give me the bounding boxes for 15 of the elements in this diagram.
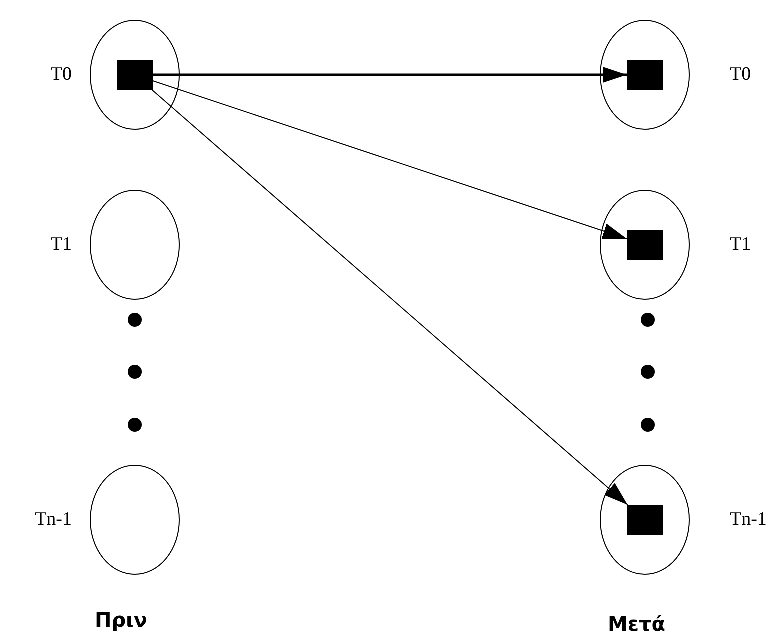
arrow — [152, 80, 628, 240]
row-label: T1 — [50, 235, 72, 254]
square-marker — [627, 60, 663, 90]
square-marker — [117, 60, 153, 90]
column-label: Πριν — [95, 608, 148, 632]
row-label: T0 — [50, 65, 72, 84]
arrow — [153, 67, 627, 83]
square-marker — [627, 230, 663, 260]
square-marker — [627, 505, 663, 535]
row-label: T1 — [730, 235, 752, 254]
row-label: Tn-1 — [730, 510, 767, 529]
row-label: Tn-1 — [35, 510, 72, 529]
arrow — [152, 90, 628, 506]
column-label: Μετά — [608, 612, 666, 636]
row-label: T0 — [730, 65, 752, 84]
